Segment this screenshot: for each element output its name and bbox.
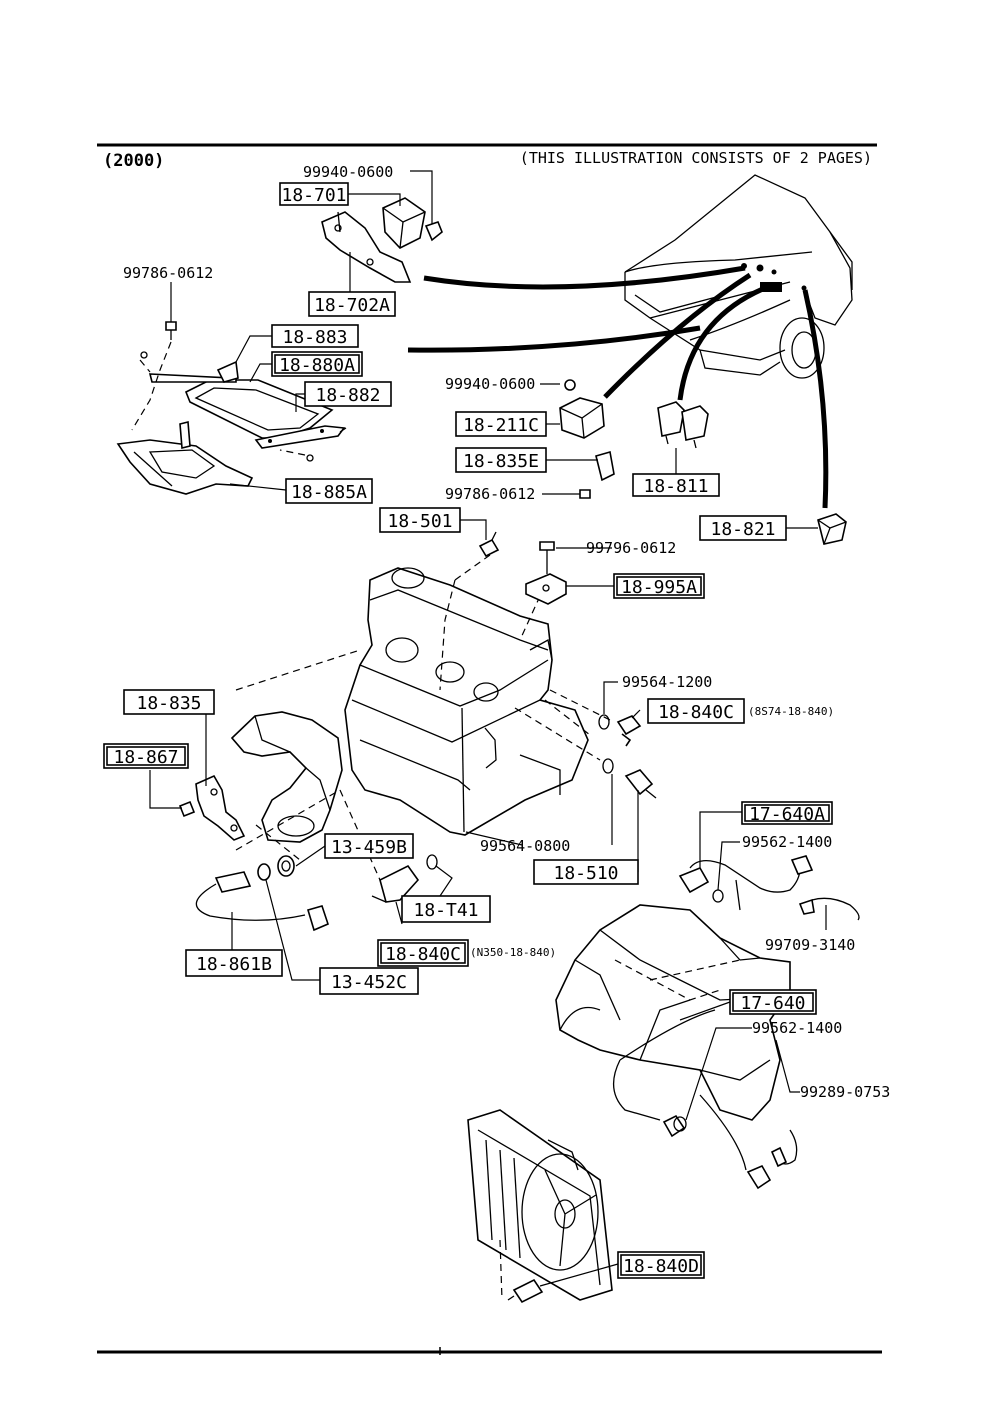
svg-text:18-701: 18-701 <box>281 185 346 206</box>
callout-18-510[interactable]: 18-510 <box>533 859 639 885</box>
lower-840-reference: (N350-18-840) <box>470 946 556 959</box>
part-number-99562-upper: 99562-1400 <box>742 833 832 851</box>
part-number-99796: 99796-0612 <box>586 539 676 557</box>
callout-18-867[interactable]: 18-867 <box>103 743 189 769</box>
svg-text:17-640A: 17-640A <box>749 804 825 825</box>
sensor-18-840c-lower <box>371 854 438 903</box>
svg-text:18-840C: 18-840C <box>385 944 461 965</box>
wire-to-211c <box>603 272 752 399</box>
svg-text:18-T41: 18-T41 <box>413 900 478 921</box>
svg-text:18-840D: 18-840D <box>623 1256 699 1277</box>
svg-text:13-452C: 13-452C <box>331 972 407 993</box>
callout-18-821[interactable]: 18-821 <box>699 515 787 541</box>
relay-18-211c <box>559 379 605 439</box>
wire-to-ecu-bracket <box>423 265 746 290</box>
upper-840-reference: (8S74-18-840) <box>748 705 834 718</box>
svg-text:18-882: 18-882 <box>315 385 380 406</box>
callout-18-995a[interactable]: 18-995A <box>613 573 705 599</box>
svg-text:18-840C: 18-840C <box>658 702 734 723</box>
callout-17-640[interactable]: 17-640 <box>729 989 817 1015</box>
switch-17-640a <box>678 855 814 911</box>
part-number-99786-mid: 99786-0612 <box>445 485 535 503</box>
relay-18-811 <box>657 401 709 449</box>
page-note: (THIS ILLUSTRATION CONSISTS OF 2 PAGES) <box>520 149 872 167</box>
callout-18-835e[interactable]: 18-835E <box>455 447 547 473</box>
svg-text:18-501: 18-501 <box>387 511 452 532</box>
svg-text:18-861B: 18-861B <box>196 954 272 975</box>
exhaust-manifold <box>230 711 343 843</box>
bracket-18-883 <box>148 360 239 383</box>
svg-text:18-702A: 18-702A <box>314 295 390 316</box>
svg-text:18-880A: 18-880A <box>279 355 355 376</box>
bracket-18-835e <box>579 450 615 499</box>
bolt-99796 <box>539 541 555 574</box>
part-number-99564-1200: 99564-1200 <box>622 673 712 691</box>
callout-18-840d[interactable]: 18-840D <box>617 1251 705 1279</box>
gasket-13-459b <box>277 855 295 877</box>
sensor-18-861b <box>195 863 329 932</box>
part-number-99940-mid: 99940-0600 <box>445 375 535 393</box>
callout-18-t41[interactable]: 18-T41 <box>401 895 491 923</box>
svg-text:18-211C: 18-211C <box>463 415 539 436</box>
harness-99709 <box>798 897 860 921</box>
callout-17-640a[interactable]: 17-640A <box>741 801 833 825</box>
module-18-701 <box>382 197 443 249</box>
sensor-17-640 <box>613 1009 772 1190</box>
svg-text:18-821: 18-821 <box>710 519 775 540</box>
svg-text:18-995A: 18-995A <box>621 577 697 598</box>
callout-18-880a[interactable]: 18-880A <box>271 351 363 377</box>
svg-text:18-835: 18-835 <box>136 693 201 714</box>
svg-text:13-459B: 13-459B <box>331 837 407 858</box>
model-year-label: (2000) <box>103 151 164 171</box>
harness-99289 <box>770 1129 798 1168</box>
cover-18-885a <box>116 420 254 495</box>
part-number-99709: 99709-3140 <box>765 936 855 954</box>
ecu-bracket-18-702a <box>321 211 412 283</box>
sensor-18-821 <box>817 513 847 545</box>
callout-18-702a[interactable]: 18-702A <box>308 291 396 317</box>
svg-text:18-885A: 18-885A <box>291 482 367 503</box>
callout-18-211c[interactable]: 18-211C <box>455 411 547 437</box>
callout-18-861b[interactable]: 18-861B <box>185 949 283 977</box>
callout-18-501[interactable]: 18-501 <box>379 507 461 533</box>
radiator-fan <box>467 1109 613 1301</box>
callout-18-835[interactable]: 18-835 <box>123 689 215 715</box>
switch-18-510 <box>602 758 657 799</box>
sensor-18-501 <box>478 531 500 558</box>
callout-18-840c-upper[interactable]: 18-840C <box>647 698 745 724</box>
wire-to-811 <box>677 285 766 401</box>
callout-18-883[interactable]: 18-883 <box>271 324 359 348</box>
bracket-18-835 <box>195 774 246 841</box>
callout-18-882[interactable]: 18-882 <box>304 381 392 407</box>
callout-13-452c[interactable]: 13-452C <box>319 967 419 995</box>
sensor-18-840c-upper <box>598 714 642 747</box>
bracket-18-995a <box>525 573 567 605</box>
svg-text:18-811: 18-811 <box>643 476 708 497</box>
engine-block <box>344 567 589 836</box>
part-number-99940-top: 99940-0600 <box>303 163 393 181</box>
part-number-99564-0800: 99564-0800 <box>480 837 570 855</box>
svg-text:18-510: 18-510 <box>553 863 618 884</box>
sensor-18-840d <box>507 1278 544 1304</box>
svg-text:18-867: 18-867 <box>113 747 178 768</box>
leader-lines <box>149 170 827 1287</box>
callout-13-459b[interactable]: 13-459B <box>324 833 414 859</box>
callout-18-701[interactable]: 18-701 <box>279 182 349 206</box>
transmission <box>555 904 791 1121</box>
wire-to-821 <box>802 289 829 509</box>
part-number-99786-top: 99786-0612 <box>123 264 213 282</box>
svg-text:18-883: 18-883 <box>282 327 347 348</box>
wire-to-ecu <box>407 325 701 353</box>
callout-18-840c-lower[interactable]: 18-840C <box>377 939 469 967</box>
bolt-99786-top <box>165 321 177 340</box>
svg-text:17-640: 17-640 <box>740 993 805 1014</box>
svg-text:18-835E: 18-835E <box>463 451 539 472</box>
callout-18-885a[interactable]: 18-885A <box>285 478 373 504</box>
part-number-99562-lower: 99562-1400 <box>752 1019 842 1037</box>
callout-18-811[interactable]: 18-811 <box>632 473 720 497</box>
part-number-99289: 99289-0753 <box>800 1083 890 1101</box>
